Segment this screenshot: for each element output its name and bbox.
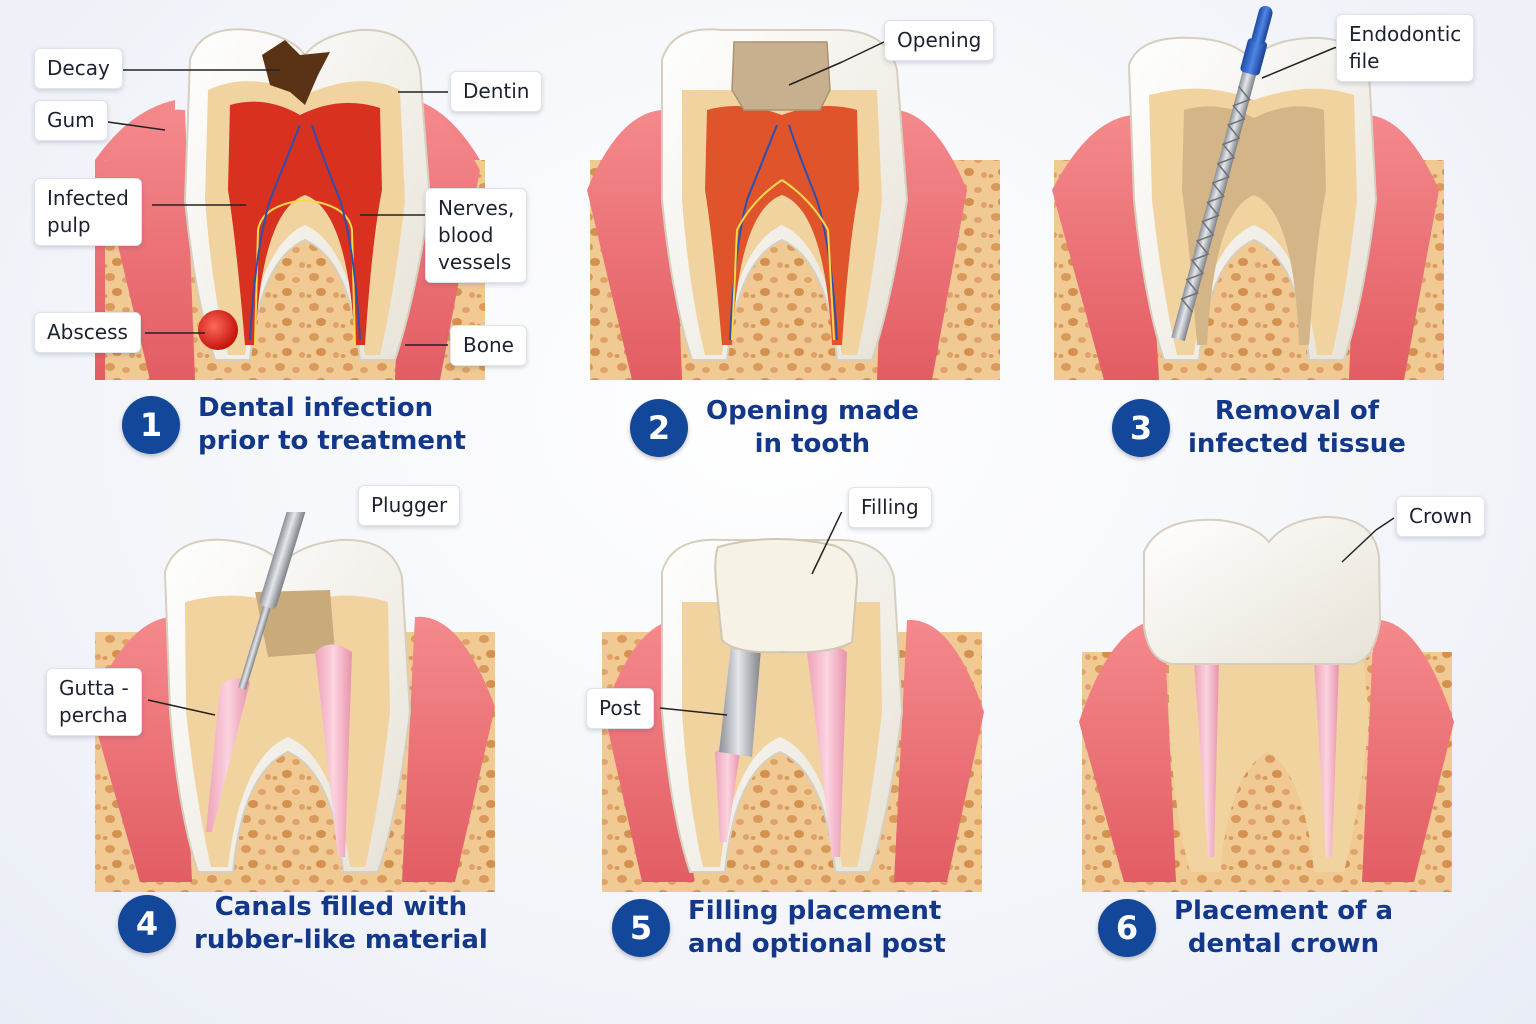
tooth-illustration-crown bbox=[1079, 515, 1454, 892]
label-abscess: Abscess bbox=[34, 312, 141, 353]
label-nerves-blood-vessels: Nerves, blood vessels bbox=[425, 188, 528, 283]
step-3-panel: Endodontic file 3 Removal of infected ti… bbox=[1024, 0, 1536, 512]
tooth-illustration-filling-post bbox=[602, 512, 984, 892]
label-crown: Crown bbox=[1396, 496, 1486, 537]
label-decay: Decay bbox=[34, 48, 123, 89]
label-gutta-percha: Gutta - percha bbox=[46, 668, 142, 736]
step-number-badge: 2 bbox=[630, 399, 688, 457]
label-filling: Filling bbox=[848, 487, 932, 528]
label-endodontic-file: Endodontic file bbox=[1336, 14, 1475, 82]
tooth-illustration-opening bbox=[587, 28, 1000, 380]
step-caption: Filling placement and optional post bbox=[688, 896, 946, 959]
step-caption: Placement of a dental crown bbox=[1174, 896, 1394, 959]
label-plugger: Plugger bbox=[358, 485, 461, 526]
step-6-panel: Crown 6 Placement of a dental crown bbox=[1024, 496, 1536, 1024]
step-1-heading: 1 Dental infection prior to treatment bbox=[122, 392, 466, 458]
step-number-badge: 1 bbox=[122, 396, 180, 454]
step-number-badge: 5 bbox=[612, 899, 670, 957]
step-caption: Opening made in tooth bbox=[706, 396, 919, 459]
step-caption: Dental infection prior to treatment bbox=[198, 393, 466, 456]
label-gum: Gum bbox=[34, 100, 108, 141]
step-1-panel: Decay Gum Dentin Infected pulp Nerves, b… bbox=[0, 0, 543, 512]
step-number-badge: 4 bbox=[118, 895, 176, 953]
tooth-illustration-gutta-percha bbox=[90, 512, 495, 892]
step-4-panel: Plugger Gutta - percha 4 Canals filled w… bbox=[0, 485, 512, 1024]
step-2-heading: 2 Opening made in tooth bbox=[630, 395, 919, 461]
label-bone: Bone bbox=[450, 325, 527, 366]
step-number-badge: 3 bbox=[1112, 399, 1170, 457]
step-caption: Canals filled with rubber-like material bbox=[194, 892, 488, 955]
label-post: Post bbox=[586, 688, 654, 729]
label-infected-pulp: Infected pulp bbox=[34, 178, 142, 246]
step-caption: Removal of infected tissue bbox=[1188, 396, 1406, 459]
step-5-heading: 5 Filling placement and optional post bbox=[612, 895, 946, 961]
step-number-badge: 6 bbox=[1098, 899, 1156, 957]
step-4-heading: 4 Canals filled with rubber-like materia… bbox=[118, 891, 488, 957]
tooth-illustration-file bbox=[1052, 5, 1444, 381]
label-opening: Opening bbox=[884, 20, 995, 61]
step-2-panel: Opening 2 Opening made in tooth bbox=[512, 0, 1024, 512]
step-5-panel: Filling Post 5 Filling placement and opt… bbox=[512, 487, 1024, 1024]
step-3-heading: 3 Removal of infected tissue bbox=[1112, 395, 1406, 461]
label-dentin: Dentin bbox=[450, 71, 543, 112]
step-6-heading: 6 Placement of a dental crown bbox=[1098, 895, 1393, 961]
